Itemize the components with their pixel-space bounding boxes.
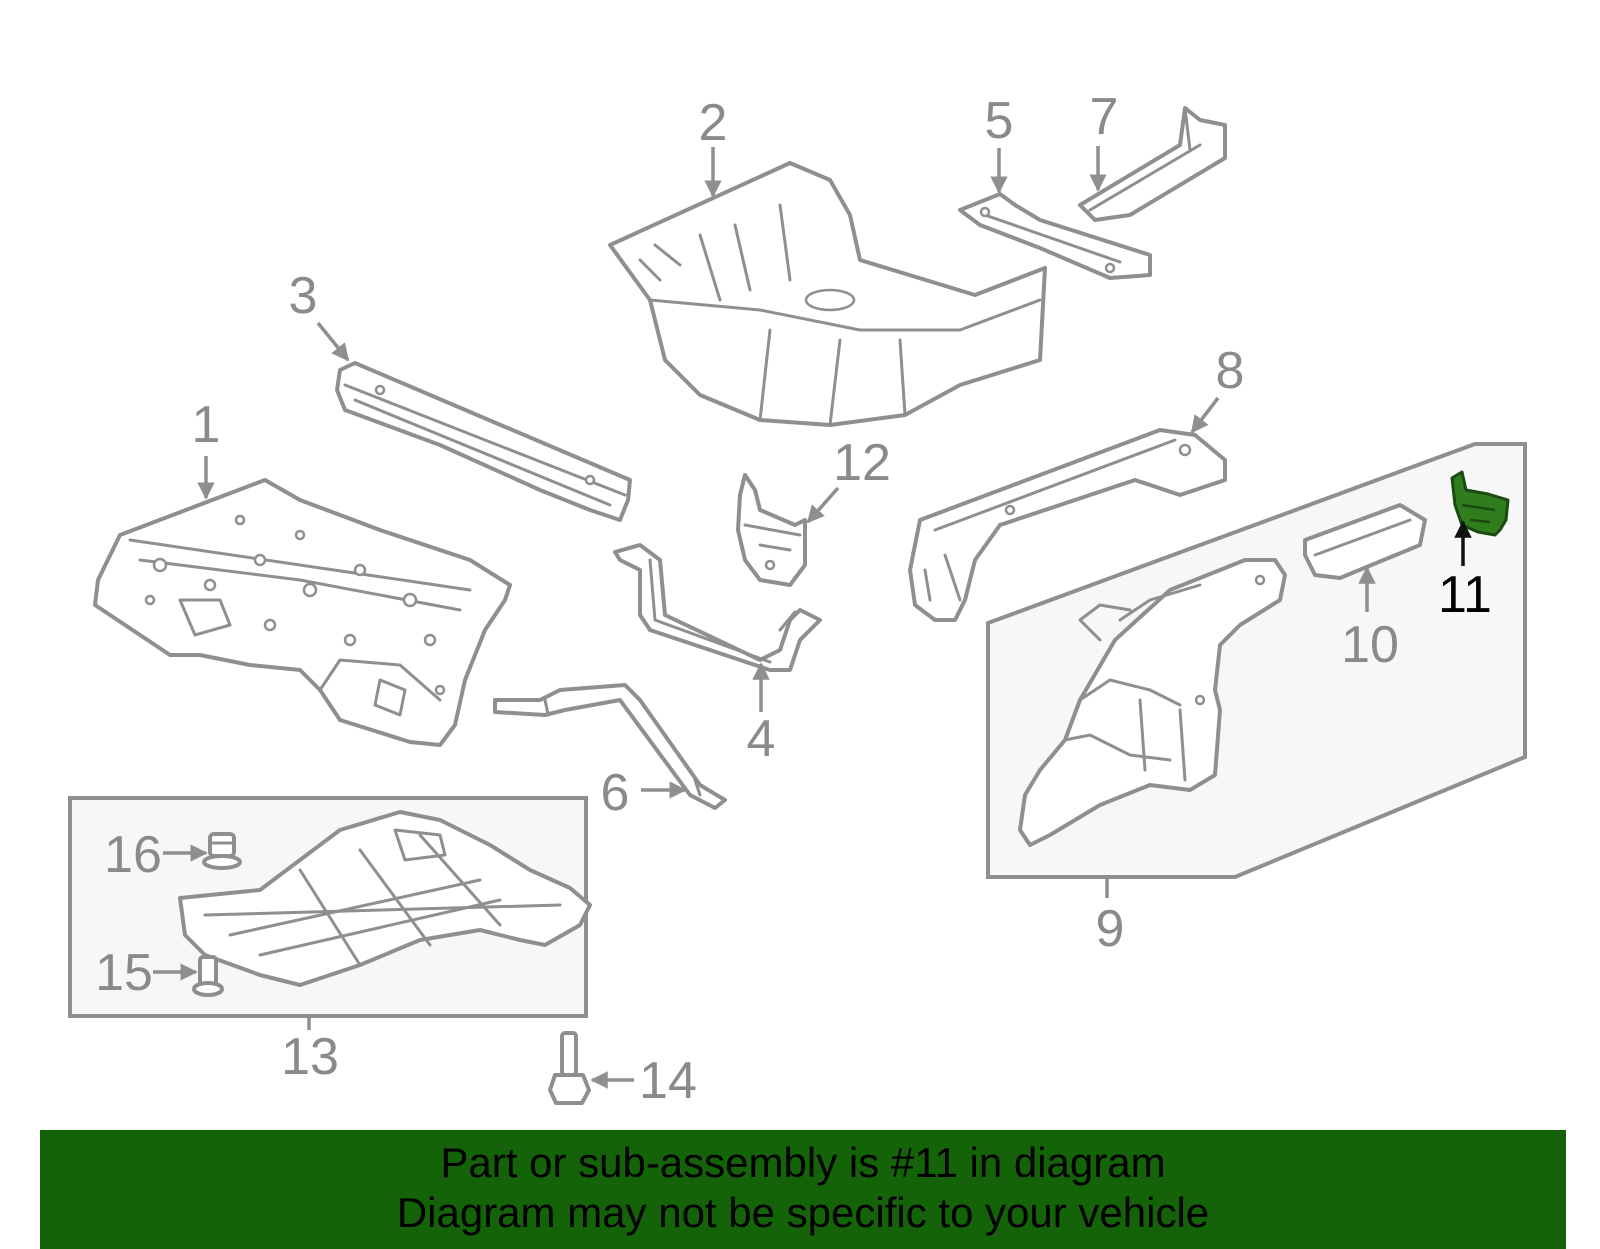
- part-4-rear-frame: [613, 543, 822, 672]
- part-16-clip: [202, 832, 242, 870]
- callout-11: 11: [1438, 566, 1492, 624]
- part-14-bolt: [548, 1031, 591, 1105]
- part-15-push-pin: [192, 955, 224, 997]
- leader-12: [806, 486, 840, 524]
- part-5-bracket: [958, 192, 1152, 280]
- callout-4: 4: [747, 710, 776, 768]
- callout-5: 5: [985, 92, 1014, 150]
- banner-line-1: Part or sub-assembly is #11 in diagram: [440, 1139, 1166, 1186]
- info-banner: Part or sub-assembly is #11 in diagram D…: [40, 1130, 1566, 1249]
- callout-12: 12: [833, 434, 891, 492]
- callout-6: 6: [601, 764, 630, 822]
- part-2-rear-floor-pan: [608, 161, 1047, 427]
- callout-3: 3: [289, 267, 318, 325]
- callout-15: 15: [95, 944, 153, 1002]
- callout-13: 13: [281, 1028, 339, 1086]
- callout-8: 8: [1216, 342, 1245, 400]
- callout-16: 16: [104, 826, 162, 884]
- part-10-channel: [1303, 503, 1427, 580]
- callout-1: 1: [192, 396, 221, 454]
- part-13-undercover: [178, 810, 592, 987]
- leader-3: [316, 321, 350, 362]
- banner-line-2: Diagram may not be specific to your vehi…: [396, 1189, 1210, 1236]
- part-8-rear-member: [908, 428, 1227, 622]
- leader-8: [1190, 396, 1220, 434]
- callout-9: 9: [1096, 900, 1125, 958]
- part-12-bracket: [736, 473, 807, 587]
- part-1-rear-floor: [93, 478, 512, 747]
- part-9-quarter-panel: [1018, 558, 1287, 847]
- part-3-rear-panel-upper: [335, 361, 632, 522]
- callout-2: 2: [699, 94, 728, 152]
- part-6-tank-strap: [493, 683, 727, 810]
- part-7-crossmember: [1078, 106, 1227, 222]
- callout-14: 14: [639, 1052, 697, 1110]
- callout-7: 7: [1090, 88, 1119, 146]
- callout-10: 10: [1341, 616, 1399, 674]
